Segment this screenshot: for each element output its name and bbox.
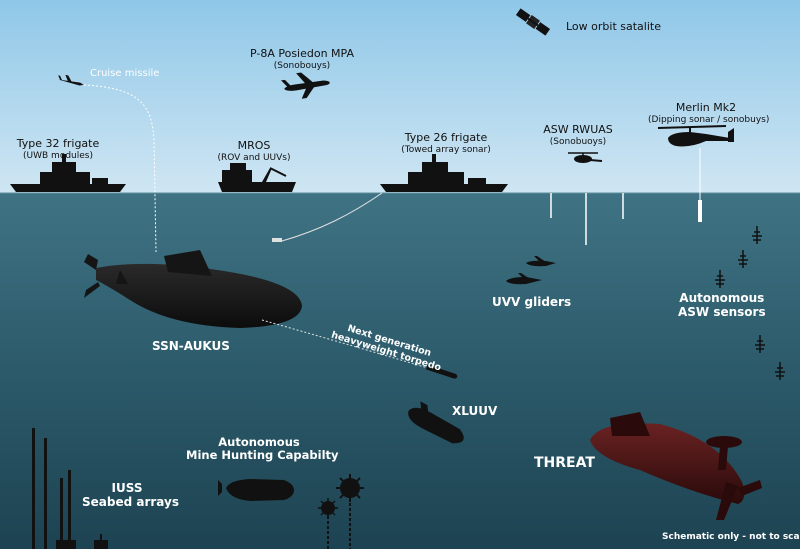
cruise-missile-label: Cruise missile bbox=[90, 68, 160, 79]
sea-background bbox=[0, 193, 800, 549]
iuss-seabed-array-icon bbox=[32, 428, 76, 549]
uvv-glider-icon bbox=[526, 256, 556, 267]
asw-sensor-icon bbox=[715, 270, 725, 288]
uvv-gliders-label: UVV gliders bbox=[492, 295, 572, 309]
sea-mine-icon bbox=[318, 498, 338, 549]
asw-sensor-icon bbox=[775, 362, 785, 380]
p8a-label: P-8A Posiedon MPA (Sonobouys) bbox=[249, 47, 355, 71]
mros-label: MROS (ROV and UUVs) bbox=[217, 139, 291, 163]
threat-label: THREAT bbox=[534, 455, 595, 471]
type32-frigate-icon bbox=[10, 154, 126, 192]
cruise-missile-icon bbox=[58, 74, 84, 86]
dipping-sonar-body bbox=[698, 200, 702, 222]
rwuas-label: ASW RWUAS (Sonobuoys) bbox=[543, 123, 613, 147]
asw-sensor-icon bbox=[752, 226, 762, 244]
satellite-label: Low orbit satalite bbox=[566, 20, 661, 33]
type26-frigate-icon bbox=[380, 154, 508, 192]
sky-background bbox=[0, 0, 800, 193]
asw-sensor-icon bbox=[755, 335, 765, 353]
ssn-aukus-label: SSN-AUKUS bbox=[152, 339, 230, 353]
heavyweight-torpedo-icon bbox=[426, 364, 458, 379]
type32-label: Type 32 frigate (UWB modules) bbox=[16, 137, 100, 161]
p8a-aircraft-icon bbox=[280, 72, 330, 99]
type26-label: Type 26 frigate (Towed array sonar) bbox=[401, 131, 491, 155]
autonomous-asw-sensors-label: Autonomous ASW sensors bbox=[678, 291, 766, 319]
disclaimer-label: Schematic only - not to scale bbox=[662, 532, 800, 542]
mine-hunting-label: Autonomous Mine Hunting Capabilty bbox=[186, 435, 339, 463]
mine-hunting-vehicle-icon bbox=[218, 479, 294, 501]
merlin-helicopter-icon bbox=[657, 125, 734, 147]
threat-submarine-icon bbox=[590, 412, 762, 520]
mros-ship-icon bbox=[218, 163, 296, 192]
seabed-sensor-icon bbox=[94, 534, 108, 549]
xluuv-label: XLUUV bbox=[452, 404, 498, 418]
rwuas-drone-icon bbox=[568, 152, 602, 163]
xluuv-icon bbox=[408, 401, 464, 444]
satellite-icon bbox=[515, 8, 551, 36]
sea-mine-icon bbox=[336, 474, 364, 549]
towed-array-cable bbox=[281, 192, 383, 242]
asw-sensor-icon bbox=[738, 250, 748, 268]
ssn-aukus-submarine-icon bbox=[84, 250, 302, 328]
uvv-glider-icon bbox=[506, 273, 542, 285]
merlin-label: Merlin Mk2 (Dipping sonar / sonobuys) bbox=[648, 101, 770, 125]
cruise-missile-trajectory bbox=[83, 84, 157, 253]
towed-array-sonar bbox=[272, 238, 282, 242]
iuss-label: IUSS Seabed arrays bbox=[82, 481, 180, 509]
